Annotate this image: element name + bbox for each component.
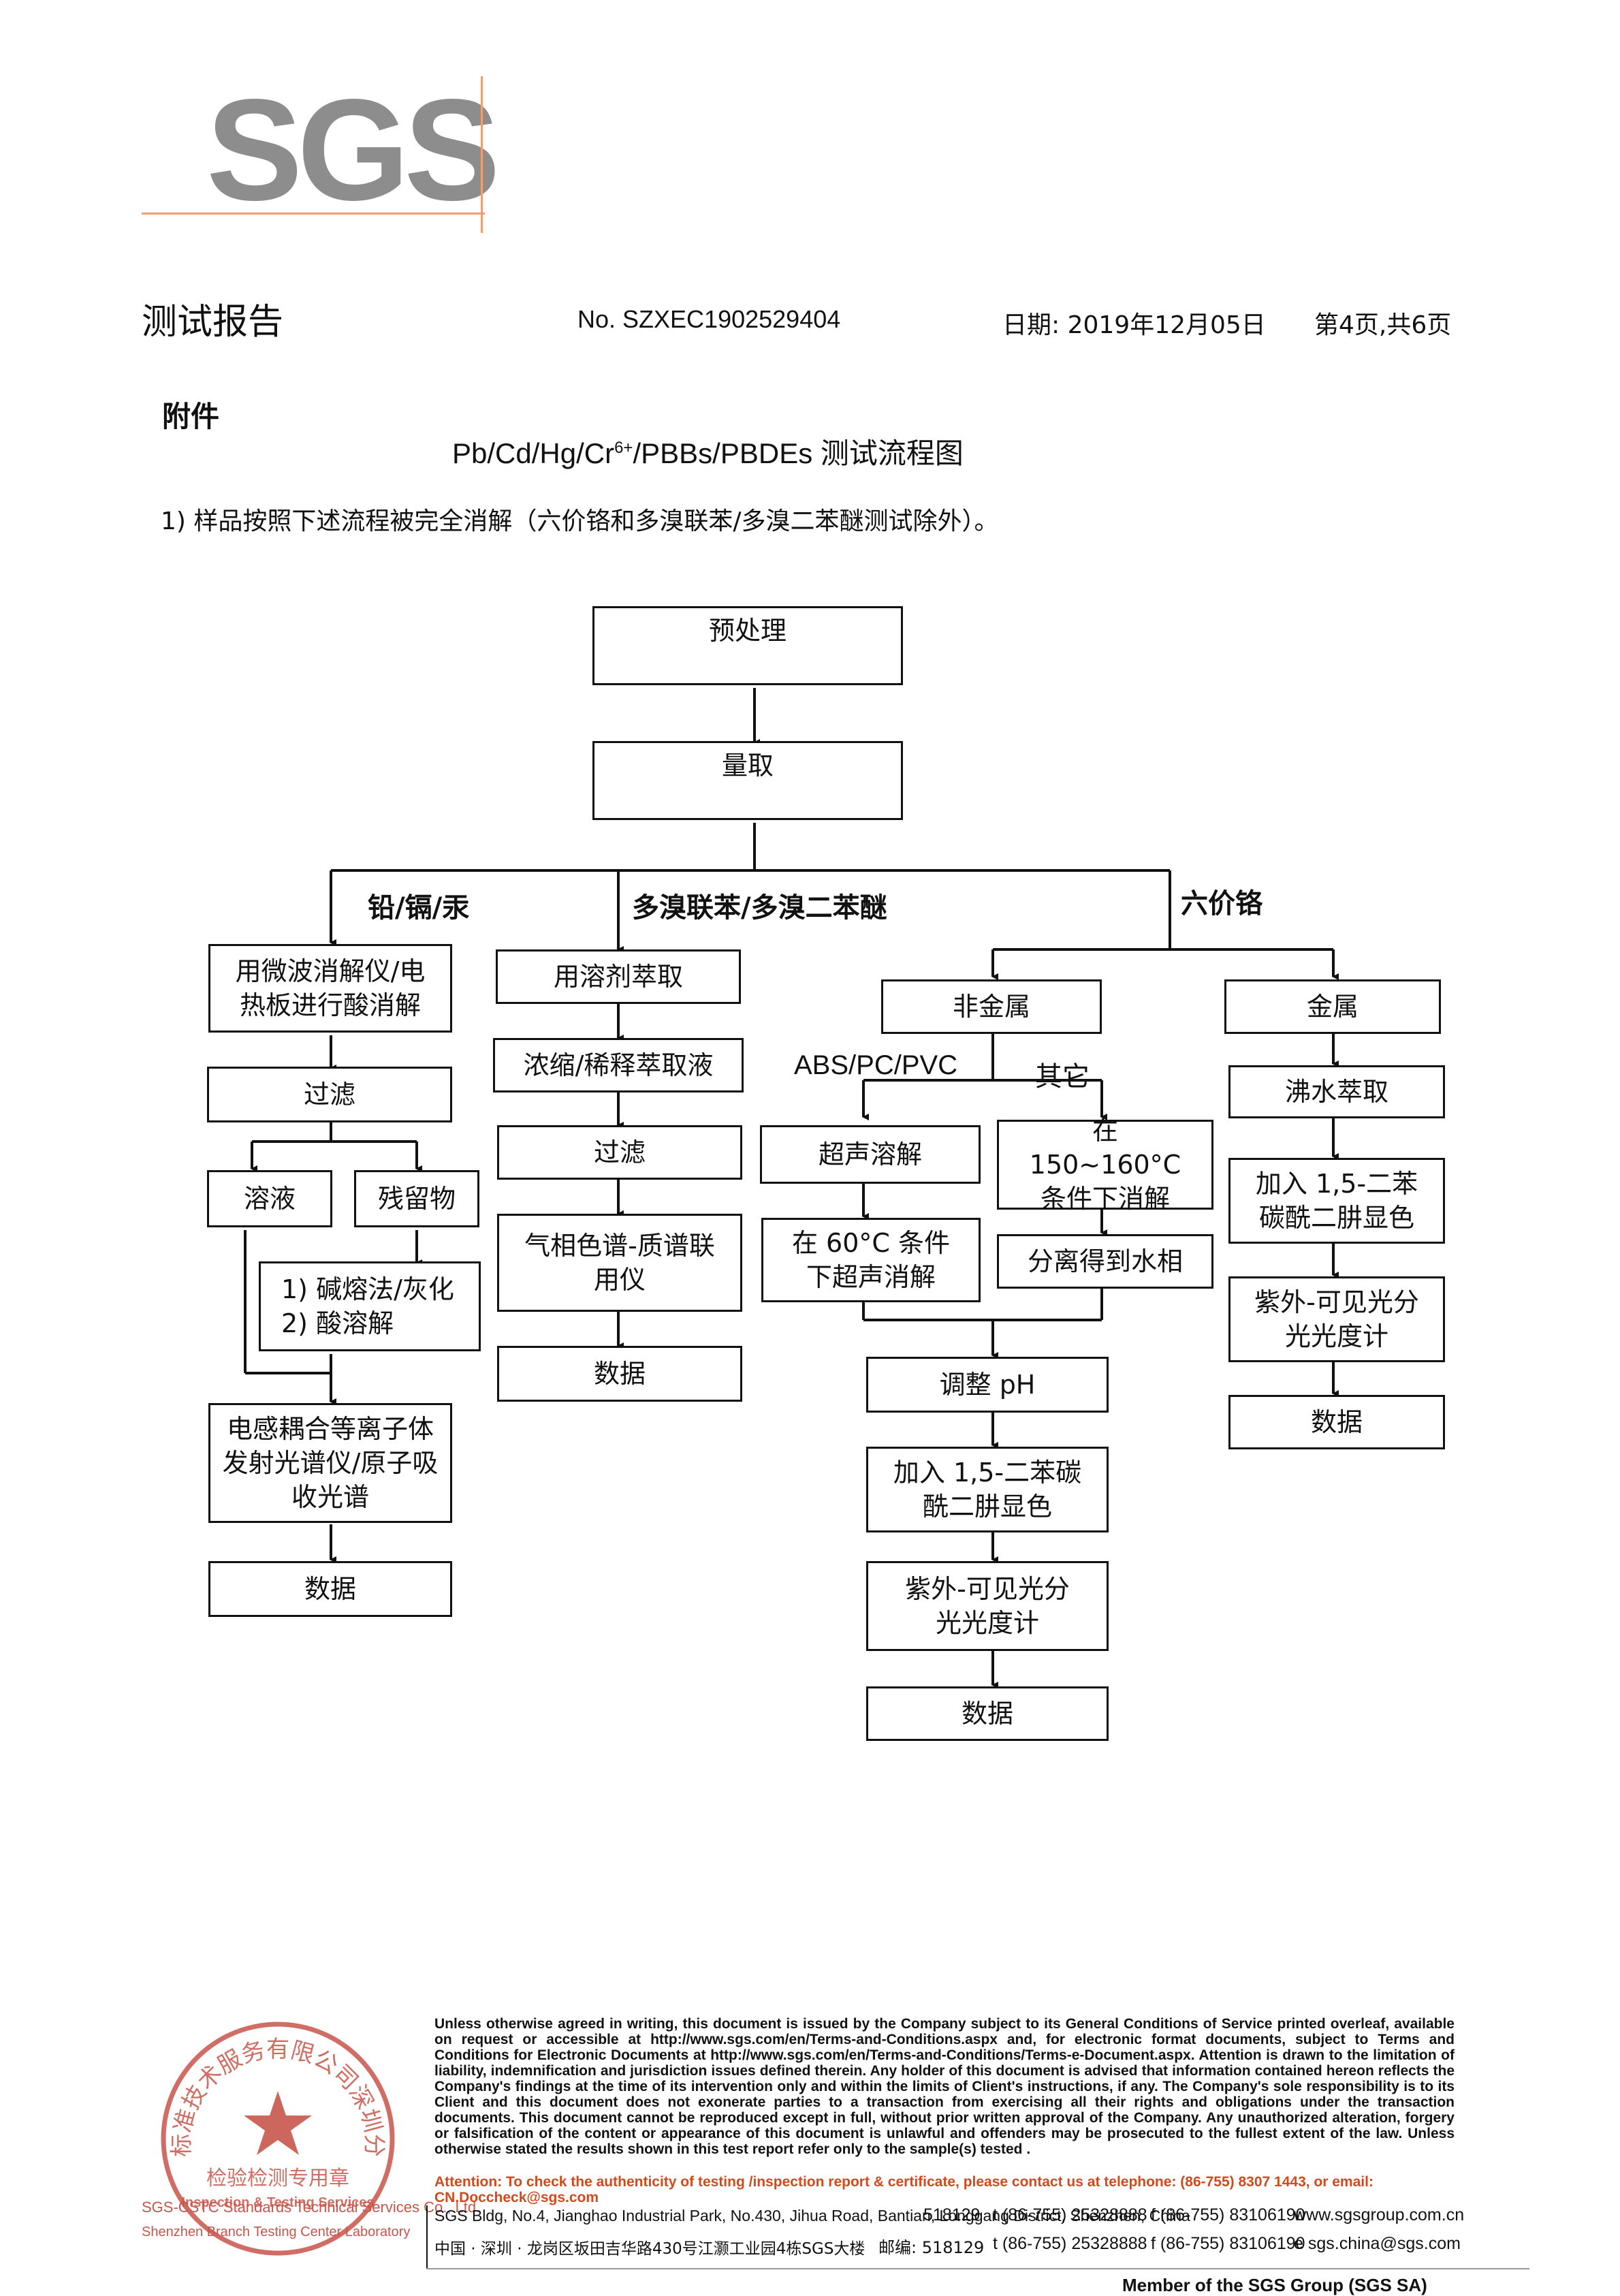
box-ultrasonic: 超声溶解 [760,1125,981,1184]
box-icp: 电感耦合等离子体发射光谱仪/原子吸收光谱 [208,1403,452,1523]
box-data-cr-metal: 数据 [1228,1395,1445,1449]
label-metals: 铅/镉/汞 [368,892,470,924]
page-indicator: 第4页,共6页 [1314,311,1452,339]
note-text: 1) 样品按照下述流程被完全消解（六价铬和多溴联苯/多溴二苯醚测试除外）。 [161,507,999,535]
logo-rule-vertical [481,76,483,233]
box-boiling-water-extract: 沸水萃取 [1228,1065,1445,1118]
postal-code-cn: 邮编: 518129 [878,2238,985,2257]
label-abs-pc-pvc: ABS/PC/PVC [794,1050,958,1080]
seal-en-text: Inspection & Testing Services [181,2195,374,2210]
box-solvent-extract: 用溶剂萃取 [496,949,741,1004]
flowchart-connectors [244,688,1339,1688]
box-residue-treatment: 1) 碱熔法/灰化 2) 酸溶解 [259,1261,481,1351]
box-residue: 残留物 [354,1170,479,1227]
flowchart-title: Pb/Cd/Hg/Cr6+/PBBs/PBDEs 测试流程图 [452,430,964,472]
website-link[interactable]: www.sgsgroup.com.cn [1294,2205,1465,2224]
box-data-metals: 数据 [208,1561,452,1617]
disclaimer-text: Unless otherwise agreed in writing, this… [434,2016,1455,2157]
box-pretreat: 预处理 [592,606,903,685]
box-acid-digest: 用微波消解仪/电热板进行酸消解 [208,944,452,1033]
fax-2: f (86-755) 83106190 [1151,2234,1305,2253]
report-number: No. SZXEC1902529404 [577,305,841,333]
box-data-pbb: 数据 [497,1346,742,1402]
label-pbb: 多溴联苯/多溴二苯醚 [632,892,887,924]
box-nonmetal: 非金属 [881,979,1102,1034]
footer-vertical-rule [426,2205,428,2268]
box-filter-pbb: 过滤 [497,1125,742,1180]
flowchart-title-sup: 6+ [614,439,633,457]
report-title: 测试报告 [142,302,284,343]
sgs-logo: SGS [142,76,501,233]
report-date: 日期: 2019年12月05日 [1002,311,1266,339]
address-english: SGS Bldg, No.4, Jianghao Industrial Park… [434,2207,1190,2224]
box-uv-vis-metal: 紫外-可见光分光光度计 [1228,1276,1445,1362]
logo-rule-horizontal [142,213,485,215]
box-filter-metals: 过滤 [207,1067,452,1122]
box-ultrasonic-60c: 在 60°C 条件下超声消解 [761,1218,981,1302]
box-measure: 量取 [592,741,903,820]
label-other: 其它 [1035,1061,1090,1092]
company-seal: 通标标准技术服务有限公司深圳分公司 检验检测专用章 Inspection & T… [155,2016,395,2256]
seal-caption-company: SGS-CSTC Standards Technical Services Co… [142,2199,481,2216]
sgs-logo-text: SGS [206,69,501,230]
address-chinese: 中国 · 深圳 · 龙岗区坂田吉华路430号江灏工业园4栋SGS大楼 [434,2240,865,2258]
box-digest-150c: 在 150~160°C 条件下消解 [997,1116,1213,1214]
fax-1: f (86-755) 83106190 [1151,2205,1305,2224]
seal-star-icon [244,2091,312,2155]
seal-mid-text: 检验检测专用章 [206,2167,349,2190]
flowchart-title-main: Pb/Cd/Hg/Cr [452,437,615,469]
postal-code-en: 518129 [923,2205,981,2224]
box-concentrate: 浓缩/稀释萃取液 [493,1038,744,1092]
label-cr: 六价铬 [1181,888,1262,919]
appendix-heading: 附件 [162,400,220,433]
box-add-dpc-metal: 加入 1,5-二苯碳酰二肼显色 [1228,1158,1445,1244]
box-separate-aqueous: 分离得到水相 [997,1234,1213,1289]
flowchart: 预处理 量取 铅/镉/汞 多溴联苯/多溴二苯醚 六价铬 用微波消解仪/电热板进行… [207,606,1445,1741]
footer-divider [426,2268,1529,2269]
telephone-2: t (86-755) 25328888 [993,2234,1147,2253]
box-adjust-ph: 调整 pH [866,1357,1109,1413]
telephone-1: t (86-755) 25328888 [993,2205,1147,2224]
box-data-cr-nonmetal: 数据 [866,1686,1109,1741]
box-add-dpc: 加入 1,5-二苯碳酰二肼显色 [866,1447,1109,1532]
seal-caption-branch: Shenzhen Branch Testing Center Laborator… [142,2224,411,2239]
attention-text: Attention: To check the authenticity of … [434,2174,1373,2205]
box-uv-vis: 紫外-可见光分光光度计 [866,1561,1109,1651]
box-solution: 溶液 [207,1170,332,1227]
flowchart-title-rest: /PBBs/PBDEs 测试流程图 [633,437,964,469]
box-metal: 金属 [1224,979,1441,1034]
member-statement: Member of the SGS Group (SGS SA) [1122,2275,1427,2295]
email-link[interactable]: e sgs.china@sgs.com [1294,2234,1461,2253]
box-gcms: 气相色谱-质谱联用仪 [497,1214,742,1312]
